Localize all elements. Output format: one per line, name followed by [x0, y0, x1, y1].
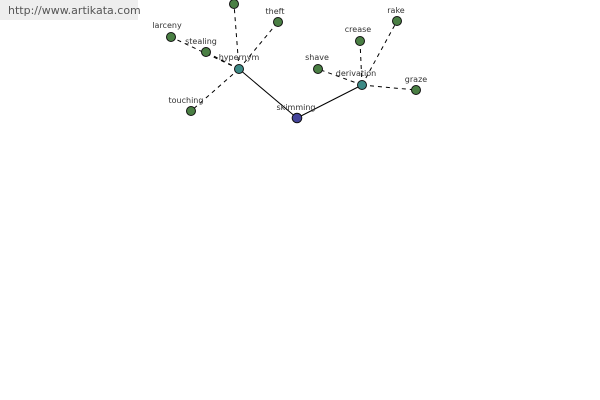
edge-hypernym-unlabeled	[233, 3, 240, 70]
labels-layer: skimming hypernym derivation theft larcenyst…	[152, 6, 427, 112]
node-derivation[interactable]	[357, 80, 367, 90]
label-graze: graze	[405, 75, 427, 84]
edge-hypernym-stealing	[205, 51, 240, 70]
label-crease: crease	[345, 25, 372, 34]
node-theft[interactable]	[273, 17, 283, 27]
node-skimming[interactable]	[291, 112, 303, 124]
label-hypernym: hypernym	[219, 53, 260, 62]
label-derivation: derivation	[336, 69, 376, 78]
label-rake: rake	[387, 6, 405, 15]
edge-derivation-crease	[359, 40, 363, 86]
node-rake[interactable]	[392, 16, 402, 26]
source-url[interactable]: http://www.artikata.com	[0, 0, 141, 20]
label-stealing: stealing	[185, 37, 217, 46]
edge-hypernym-theft	[238, 21, 279, 70]
node-larceny[interactable]	[166, 32, 176, 42]
node-graze[interactable]	[411, 85, 421, 95]
node-hypernym[interactable]	[234, 64, 244, 74]
nodes-layer	[166, 0, 421, 124]
edge-skimming-derivation	[296, 84, 363, 119]
label-shave: shave	[305, 53, 329, 62]
edge-hypernym-touching	[190, 68, 240, 112]
label-theft: theft	[266, 7, 285, 16]
label-touching: touching	[169, 96, 204, 105]
node-stealing[interactable]	[201, 47, 211, 57]
edge-derivation-graze	[361, 84, 417, 91]
edge-skimming-hypernym	[238, 68, 298, 119]
edges-layer	[170, 3, 417, 119]
node-shave[interactable]	[313, 64, 323, 74]
label-skimming: skimming	[277, 103, 316, 112]
node-crease[interactable]	[355, 36, 365, 46]
label-larceny: larceny	[152, 21, 182, 30]
node-unlabeled[interactable]	[229, 0, 239, 9]
node-touching[interactable]	[186, 106, 196, 116]
